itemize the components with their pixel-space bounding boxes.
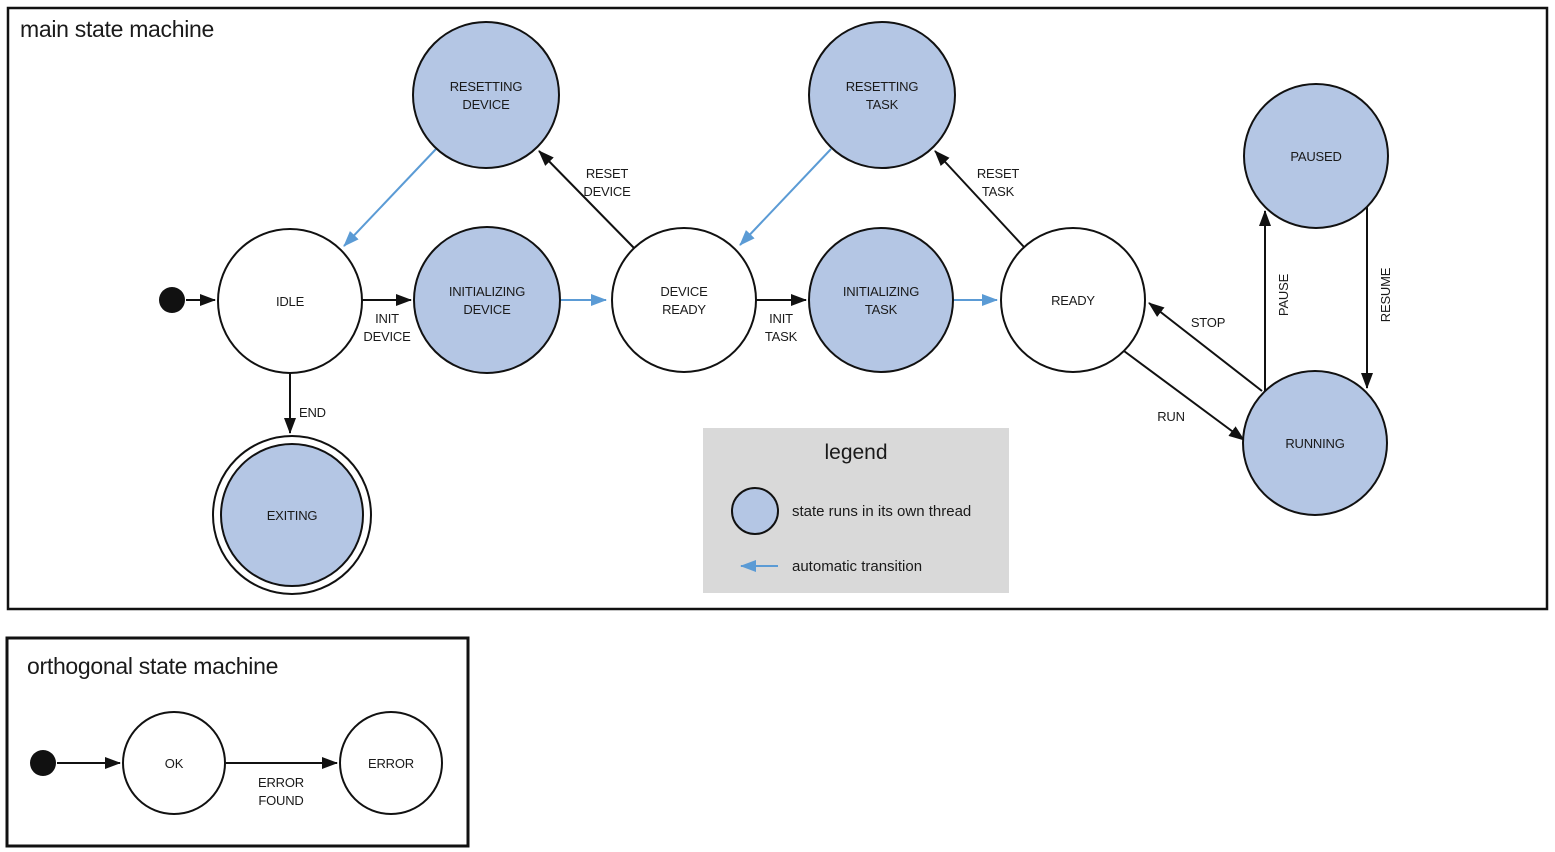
transition-pause-label: PAUSE bbox=[1276, 273, 1291, 316]
transition-init-device-label: INIT bbox=[375, 311, 399, 326]
auto-transition-resetting-task-to-device-ready bbox=[739, 148, 832, 246]
state-circle bbox=[808, 227, 954, 373]
transition-stop-arrow bbox=[1148, 302, 1263, 392]
state-exiting-final: EXITING bbox=[212, 435, 372, 595]
state-circle bbox=[611, 227, 757, 373]
state-running: RUNNING bbox=[1242, 370, 1388, 516]
transition-reset-task-arrow bbox=[934, 150, 1025, 248]
transition-error-found-label: ERROR bbox=[258, 775, 304, 790]
state-circle bbox=[413, 226, 561, 374]
auto-transition-resetting-device-to-idle bbox=[343, 148, 437, 247]
state-initializing-task: INITIALIZING TASK bbox=[808, 227, 954, 373]
state-resetting-task-label: RESETTING bbox=[846, 79, 919, 94]
transition-init-task-label: INIT bbox=[769, 311, 793, 326]
transition-reset-device-label: DEVICE bbox=[583, 184, 631, 199]
orthogonal-machine-title: orthogonal state machine bbox=[27, 653, 278, 679]
orthogonal-machine-border bbox=[5, 636, 470, 848]
transition-stop-label: STOP bbox=[1191, 315, 1225, 330]
main-machine-title: main state machine bbox=[20, 16, 214, 42]
state-exiting-label: EXITING bbox=[267, 508, 318, 523]
state-running-label: RUNNING bbox=[1285, 436, 1344, 451]
state-initializing-task-label: TASK bbox=[865, 302, 898, 317]
state-device-ready-label: READY bbox=[662, 302, 706, 317]
state-resetting-task: RESETTING TASK bbox=[808, 21, 956, 169]
transition-run-arrow bbox=[1123, 350, 1245, 441]
state-ok-label: OK bbox=[165, 756, 184, 771]
transition-reset-device-label: RESET bbox=[586, 166, 629, 181]
state-circle bbox=[1242, 370, 1388, 516]
legend-thread-state-icon bbox=[731, 487, 779, 535]
state-ready-label: READY bbox=[1051, 293, 1095, 308]
state-device-ready-label: DEVICE bbox=[660, 284, 708, 299]
state-resetting-task-label: TASK bbox=[866, 97, 899, 112]
transition-reset-task-label: RESET bbox=[977, 166, 1020, 181]
state-resetting-device: RESETTING DEVICE bbox=[412, 21, 560, 169]
transition-init-device-label: DEVICE bbox=[363, 329, 411, 344]
state-initializing-device-label: INITIALIZING bbox=[449, 284, 525, 299]
state-error-label: ERROR bbox=[368, 756, 414, 771]
transition-end-label: END bbox=[299, 405, 326, 420]
state-circle bbox=[808, 21, 956, 169]
state-resetting-device-label: DEVICE bbox=[462, 97, 510, 112]
state-paused: PAUSED bbox=[1243, 83, 1389, 229]
transition-init-task-label: TASK bbox=[765, 329, 798, 344]
state-error: ERROR bbox=[339, 711, 443, 815]
state-resetting-device-label: RESETTING bbox=[450, 79, 523, 94]
transition-run-label: RUN bbox=[1157, 409, 1185, 424]
transition-resume-label: RESUME bbox=[1378, 267, 1393, 322]
main-machine-border bbox=[6, 6, 1549, 611]
state-initializing-task-label: INITIALIZING bbox=[843, 284, 919, 299]
final-state-inner-circle bbox=[220, 443, 364, 587]
state-paused-label: PAUSED bbox=[1290, 149, 1341, 164]
state-initializing-device-label: DEVICE bbox=[463, 302, 511, 317]
state-idle-label: IDLE bbox=[276, 294, 305, 309]
state-initializing-device: INITIALIZING DEVICE bbox=[413, 226, 561, 374]
state-circle bbox=[412, 21, 560, 169]
initial-state-dot bbox=[159, 287, 185, 313]
transition-error-found-label: FOUND bbox=[258, 793, 303, 808]
initial-state-dot bbox=[30, 750, 56, 776]
state-device-ready: DEVICE READY bbox=[611, 227, 757, 373]
legend-auto-label: automatic transition bbox=[792, 558, 922, 575]
orthogonal-state-machine: orthogonal state machine ERROR FOUND OK … bbox=[5, 636, 470, 848]
state-idle: IDLE bbox=[217, 228, 363, 374]
state-circle bbox=[339, 711, 443, 815]
main-state-machine: main state machine INIT DEVICE RESET DEV… bbox=[6, 6, 1549, 611]
state-circle bbox=[1000, 227, 1146, 373]
legend: legend state runs in its own thread auto… bbox=[703, 428, 1009, 593]
state-circle bbox=[217, 228, 363, 374]
state-ready: READY bbox=[1000, 227, 1146, 373]
state-circle bbox=[122, 711, 226, 815]
transition-reset-device-arrow bbox=[538, 150, 635, 249]
state-ok: OK bbox=[122, 711, 226, 815]
legend-title: legend bbox=[824, 441, 887, 464]
transition-reset-task-label: TASK bbox=[982, 184, 1015, 199]
state-circle bbox=[1243, 83, 1389, 229]
legend-thread-label: state runs in its own thread bbox=[792, 503, 971, 520]
